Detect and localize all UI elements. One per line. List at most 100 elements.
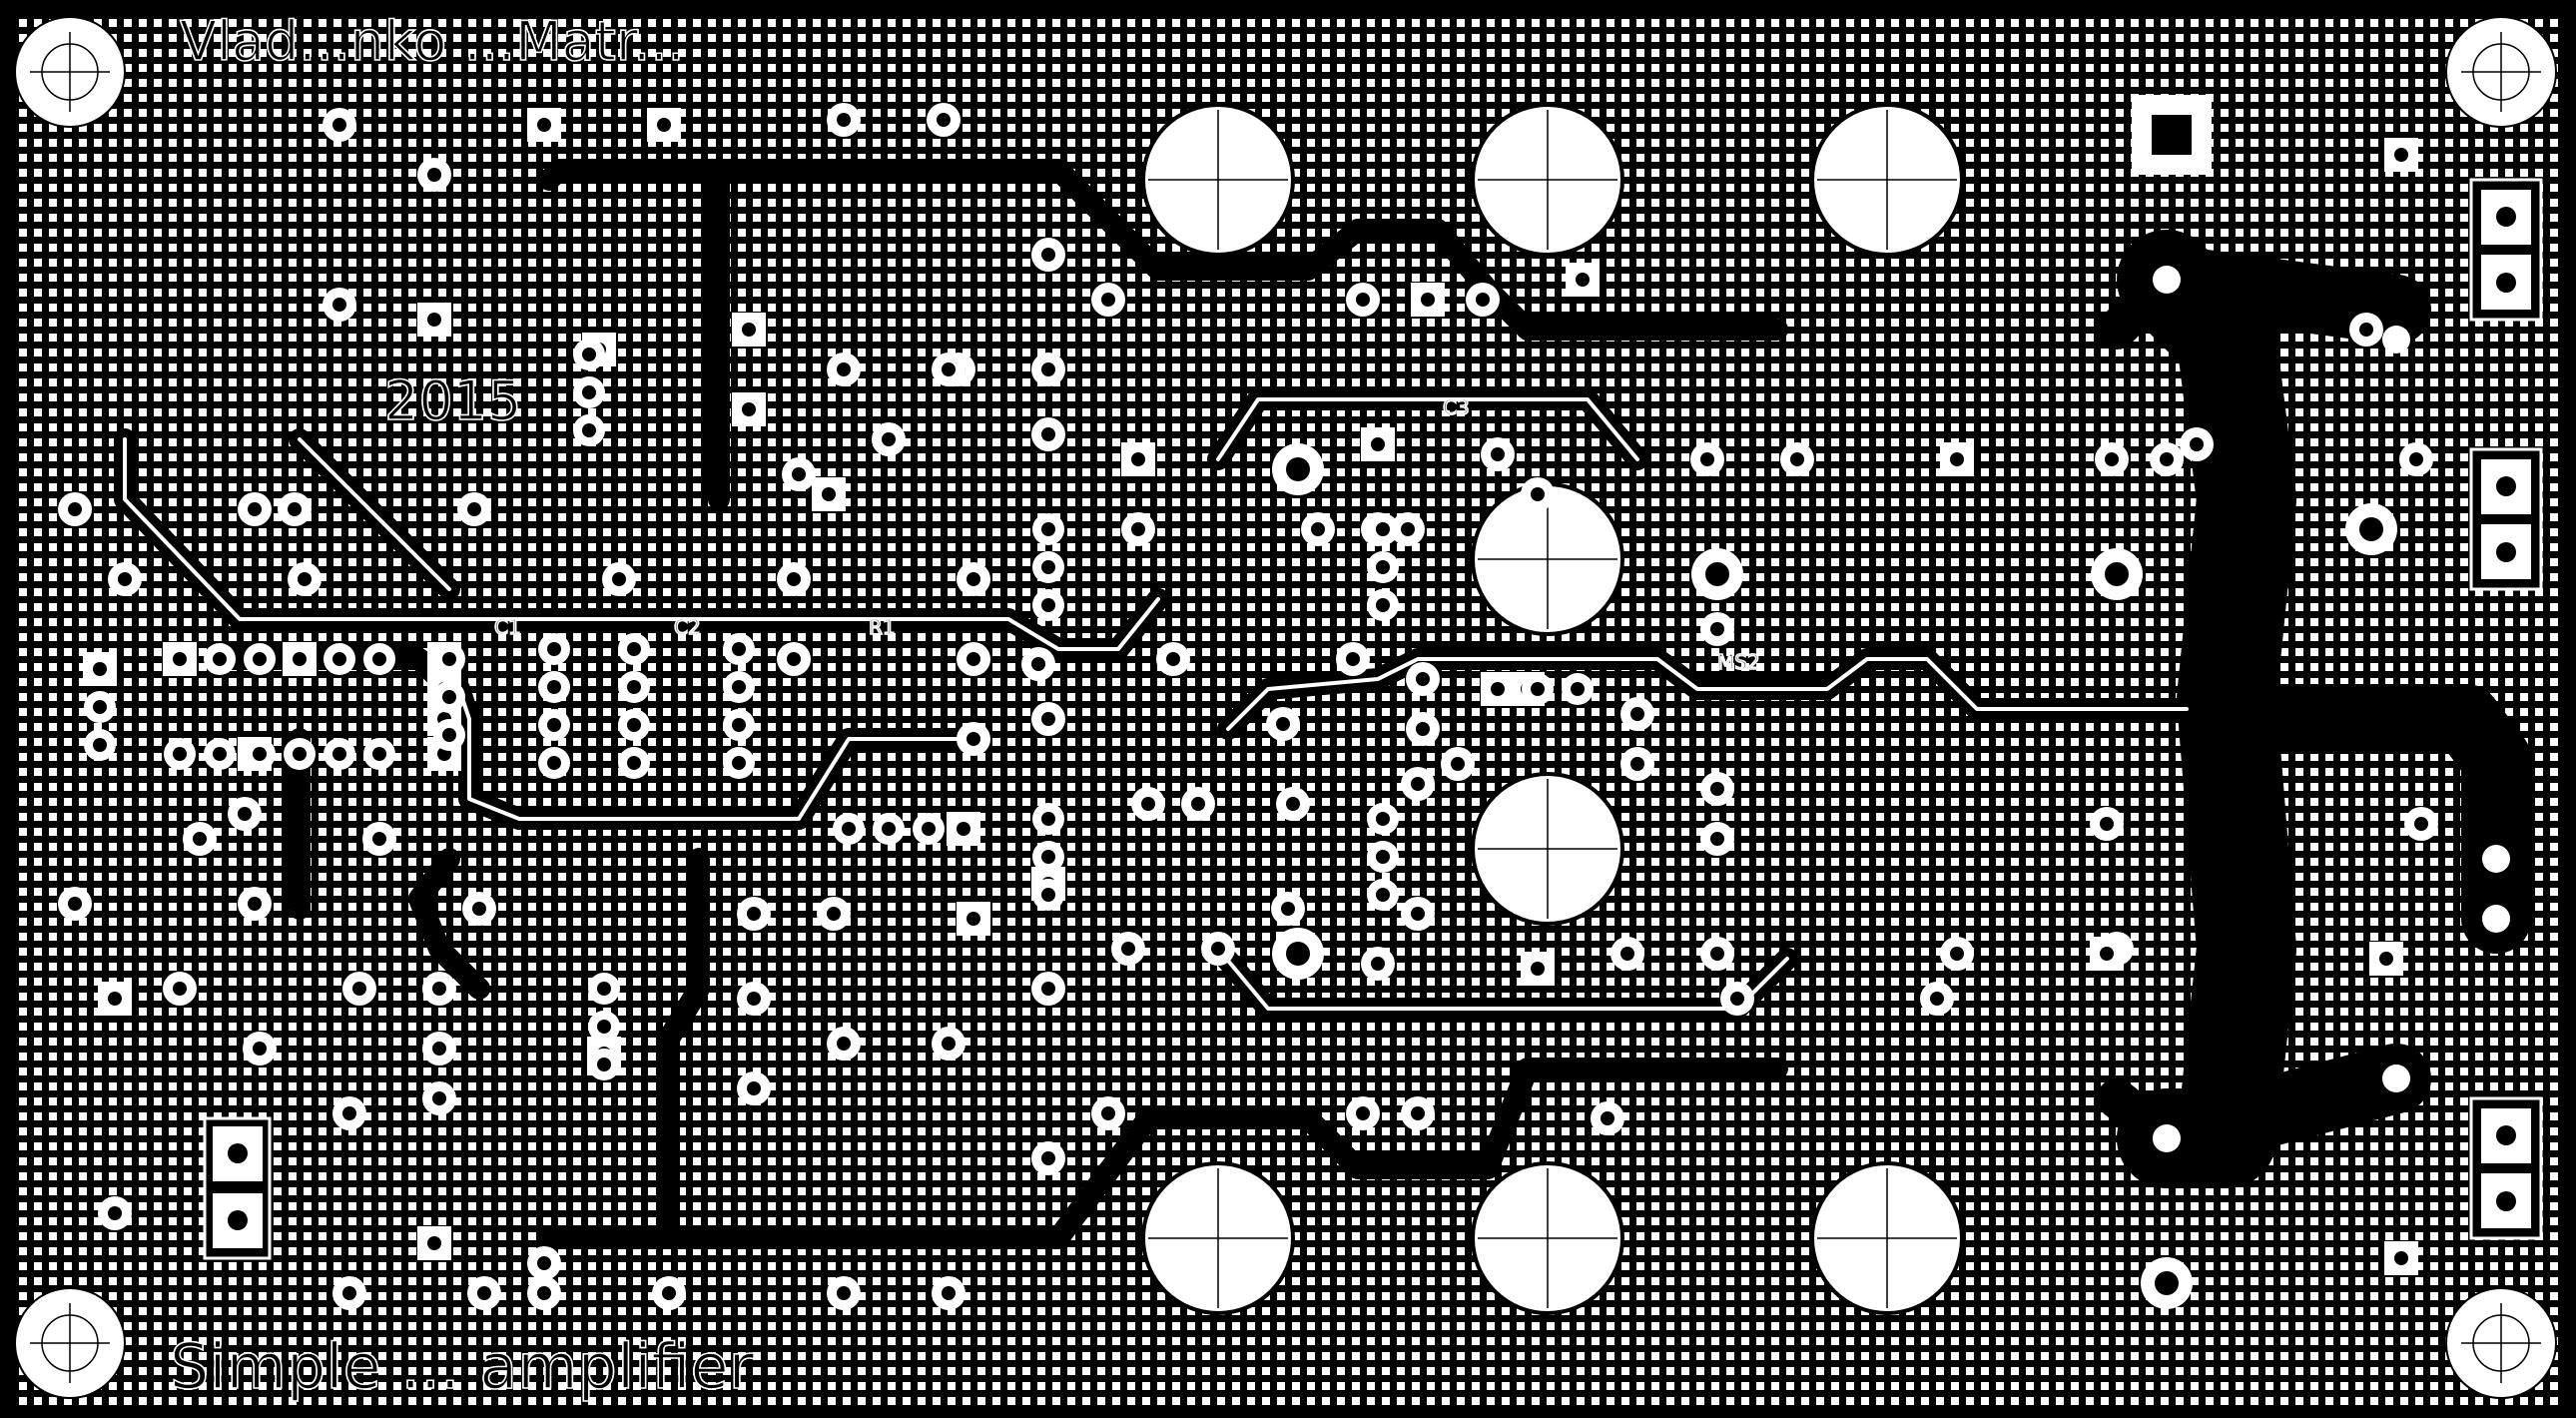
drill-hole — [537, 1286, 551, 1300]
bottom-title-text: Simple ... amplifier — [170, 1330, 755, 1403]
drill-hole — [612, 572, 626, 586]
drill-hole — [1710, 947, 1724, 961]
drill-hole — [2379, 952, 2393, 966]
drill-hole — [173, 982, 187, 996]
drill-hole — [1131, 452, 1145, 466]
drill-hole — [1491, 447, 1505, 461]
drill-hole — [432, 982, 446, 996]
drill-hole — [372, 832, 386, 846]
drill-hole — [173, 747, 187, 761]
drill-hole — [582, 423, 596, 437]
power-pad-hole — [2153, 266, 2181, 294]
drill-hole — [427, 1236, 441, 1250]
drill-hole — [1041, 560, 1055, 574]
drill-hole — [1411, 1106, 1425, 1120]
drill-hole — [472, 902, 486, 916]
drill-hole — [966, 732, 980, 746]
drill-hole — [1950, 452, 1964, 466]
drill-hole — [1276, 717, 1290, 731]
drill-hole — [238, 807, 252, 821]
drill-hole — [827, 907, 841, 921]
drill-hole — [342, 1286, 356, 1300]
drill-hole — [732, 718, 746, 732]
drill-hole — [922, 822, 936, 836]
drill-hole — [2190, 437, 2204, 451]
drill-hole — [597, 1058, 611, 1071]
drill-hole — [627, 718, 641, 732]
drill-hole — [1041, 812, 1055, 826]
drill-hole — [582, 348, 596, 361]
drill-hole — [1141, 797, 1155, 811]
drill-hole — [597, 982, 611, 996]
drill-hole — [1121, 942, 1135, 956]
drill-hole — [882, 822, 896, 836]
drill-hole — [842, 822, 856, 836]
drill-hole — [837, 362, 851, 376]
drill-hole — [1790, 452, 1804, 466]
drill-hole — [1571, 682, 1585, 696]
drill-hole — [1041, 712, 1055, 726]
drill-hole — [332, 747, 346, 761]
drill-hole — [1211, 942, 1225, 956]
drill-hole — [1730, 992, 1744, 1006]
drill-hole — [1531, 682, 1545, 696]
drill-hole — [742, 402, 756, 416]
drill-hole — [966, 652, 980, 666]
drill-hole — [957, 822, 970, 836]
drill-hole — [1371, 437, 1385, 451]
drill-hole — [837, 1286, 851, 1300]
drill-hole — [837, 113, 851, 127]
drill-hole — [582, 385, 596, 399]
drill-hole — [1031, 657, 1045, 671]
drill-hole — [732, 642, 746, 656]
drill-hole — [1705, 562, 1729, 586]
drill-hole — [108, 1206, 122, 1220]
drill-hole — [427, 313, 441, 327]
drill-hole — [882, 432, 896, 446]
drill-hole — [1710, 622, 1724, 636]
drill-hole — [253, 652, 267, 666]
drill-hole — [942, 362, 956, 376]
drill-hole — [1630, 757, 1644, 771]
drill-hole — [248, 502, 262, 516]
designator-c3: C3 — [1443, 395, 1470, 419]
drill-hole — [966, 912, 980, 926]
drill-hole — [298, 572, 312, 586]
drill-hole — [1950, 947, 1964, 961]
drill-hole — [442, 690, 456, 704]
drill-hole — [1191, 797, 1205, 811]
drill-hole — [1041, 248, 1055, 262]
drill-hole — [627, 680, 641, 694]
drill-hole — [1041, 427, 1055, 441]
drill-hole — [1620, 947, 1634, 961]
drill-hole — [1476, 293, 1490, 307]
drill-hole — [93, 700, 107, 714]
drill-hole — [1041, 850, 1055, 864]
drill-hole — [1630, 707, 1644, 721]
drill-hole — [1286, 942, 1310, 966]
drill-hole — [1376, 812, 1390, 826]
drill-hole — [293, 747, 307, 761]
drill-hole — [427, 168, 441, 182]
drill-hole — [342, 1106, 356, 1120]
drill-hole — [93, 738, 107, 752]
drill-hole — [1376, 598, 1390, 612]
year-text: 2015 — [384, 369, 521, 432]
power-traces — [2097, 230, 2531, 1188]
designator-c2: C2 — [674, 615, 701, 639]
drill-hole — [747, 1081, 761, 1095]
drill-hole — [372, 652, 386, 666]
drill-hole — [1601, 1111, 1614, 1125]
drill-hole — [2105, 562, 2129, 586]
drill-hole — [1041, 522, 1055, 536]
power-pad-hole — [2153, 1124, 2181, 1152]
drill-hole — [477, 1286, 491, 1300]
drill-hole — [742, 323, 756, 337]
drill-hole — [332, 118, 346, 132]
drill-hole — [2359, 517, 2383, 541]
drill-hole — [1411, 777, 1425, 791]
drill-hole — [942, 1037, 956, 1051]
drill-hole — [288, 502, 302, 516]
drill-hole — [1700, 452, 1714, 466]
